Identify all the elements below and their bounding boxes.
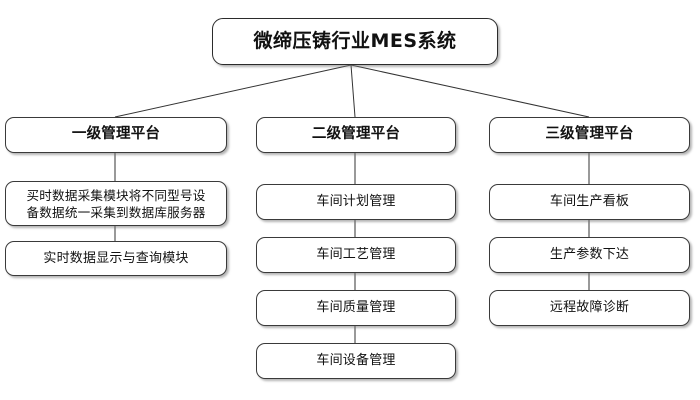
node-col1-item-1[interactable]: 买时数据采集模块将不同型号设 备数据统一采集到数据库服务器 bbox=[5, 181, 227, 226]
node-col2-item-3-label: 车间质量管理 bbox=[316, 300, 396, 316]
node-platform-level-3[interactable]: 三级管理平台 bbox=[489, 117, 690, 153]
node-col1-item-2-label: 实时数据显示与查询模块 bbox=[43, 250, 189, 266]
connector-root-to-platform-2 bbox=[350, 64, 356, 118]
node-col1-item-2[interactable]: 实时数据显示与查询模块 bbox=[5, 241, 227, 276]
node-col2-item-3[interactable]: 车间质量管理 bbox=[256, 290, 456, 326]
connector-root-to-platform-3 bbox=[350, 64, 590, 118]
node-col3-item-2[interactable]: 生产参数下达 bbox=[489, 237, 690, 273]
node-root-mes-system[interactable]: 微缔压铸行业MES系统 bbox=[212, 18, 498, 65]
node-platform-level-2-label: 二级管理平台 bbox=[311, 126, 401, 143]
node-platform-level-3-label: 三级管理平台 bbox=[545, 126, 634, 143]
node-platform-level-2[interactable]: 二级管理平台 bbox=[256, 117, 456, 153]
node-col3-item-2-label: 生产参数下达 bbox=[549, 247, 630, 263]
connector-root-to-platform-1 bbox=[114, 64, 352, 118]
node-col3-item-1-label: 车间生产看板 bbox=[549, 194, 630, 210]
node-col2-item-4-label: 车间设备管理 bbox=[316, 353, 396, 369]
node-col2-item-4[interactable]: 车间设备管理 bbox=[256, 343, 456, 379]
node-col2-item-2[interactable]: 车间工艺管理 bbox=[256, 237, 456, 273]
node-col3-item-1[interactable]: 车间生产看板 bbox=[489, 184, 690, 220]
node-platform-level-1[interactable]: 一级管理平台 bbox=[5, 117, 227, 153]
node-col2-item-2-label: 车间工艺管理 bbox=[316, 247, 396, 263]
node-platform-level-1-label: 一级管理平台 bbox=[71, 126, 161, 143]
node-col2-item-1-label: 车间计划管理 bbox=[316, 194, 396, 210]
node-col2-item-1[interactable]: 车间计划管理 bbox=[256, 184, 456, 220]
node-col3-item-3[interactable]: 远程故障诊断 bbox=[489, 290, 690, 326]
node-root-label: 微缔压铸行业MES系统 bbox=[253, 29, 457, 52]
node-col3-item-3-label: 远程故障诊断 bbox=[549, 300, 630, 316]
node-col1-item-1-label: 买时数据采集模块将不同型号设 备数据统一采集到数据库服务器 bbox=[26, 187, 206, 220]
